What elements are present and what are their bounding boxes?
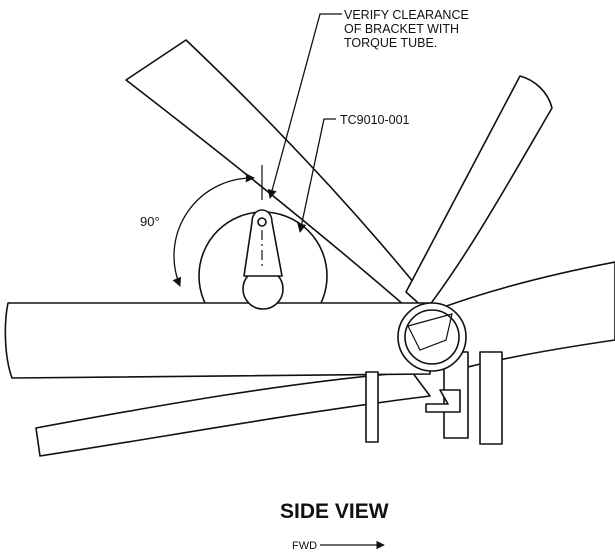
left-lower-blade (35, 371, 431, 457)
support-channel (425, 389, 461, 413)
angle-dimension-arc (172, 173, 255, 287)
clearance-leader (267, 13, 342, 199)
clearance-note-line-2: OF BRACKET WITH (344, 22, 459, 36)
view-title: SIDE VIEW (280, 500, 389, 523)
right-upper-blade (405, 75, 553, 311)
horizontal-boom (4, 302, 431, 379)
mount-plate-left (365, 371, 379, 443)
clearance-note-line-1: VERIFY CLEARANCE (344, 8, 469, 22)
mount-plate-right (479, 351, 503, 445)
torque-tube-detail (407, 313, 453, 351)
part-number-leader (297, 118, 336, 233)
angle-label: 90° (140, 214, 160, 229)
torque-tube (397, 302, 467, 372)
direction-label: FWD (292, 540, 317, 552)
clearance-note-line-3: TORQUE TUBE. (344, 36, 437, 50)
part-number-label: TC9010-001 (340, 113, 410, 127)
torque-tube-inner (404, 309, 460, 365)
bracket-pivot (257, 217, 267, 227)
